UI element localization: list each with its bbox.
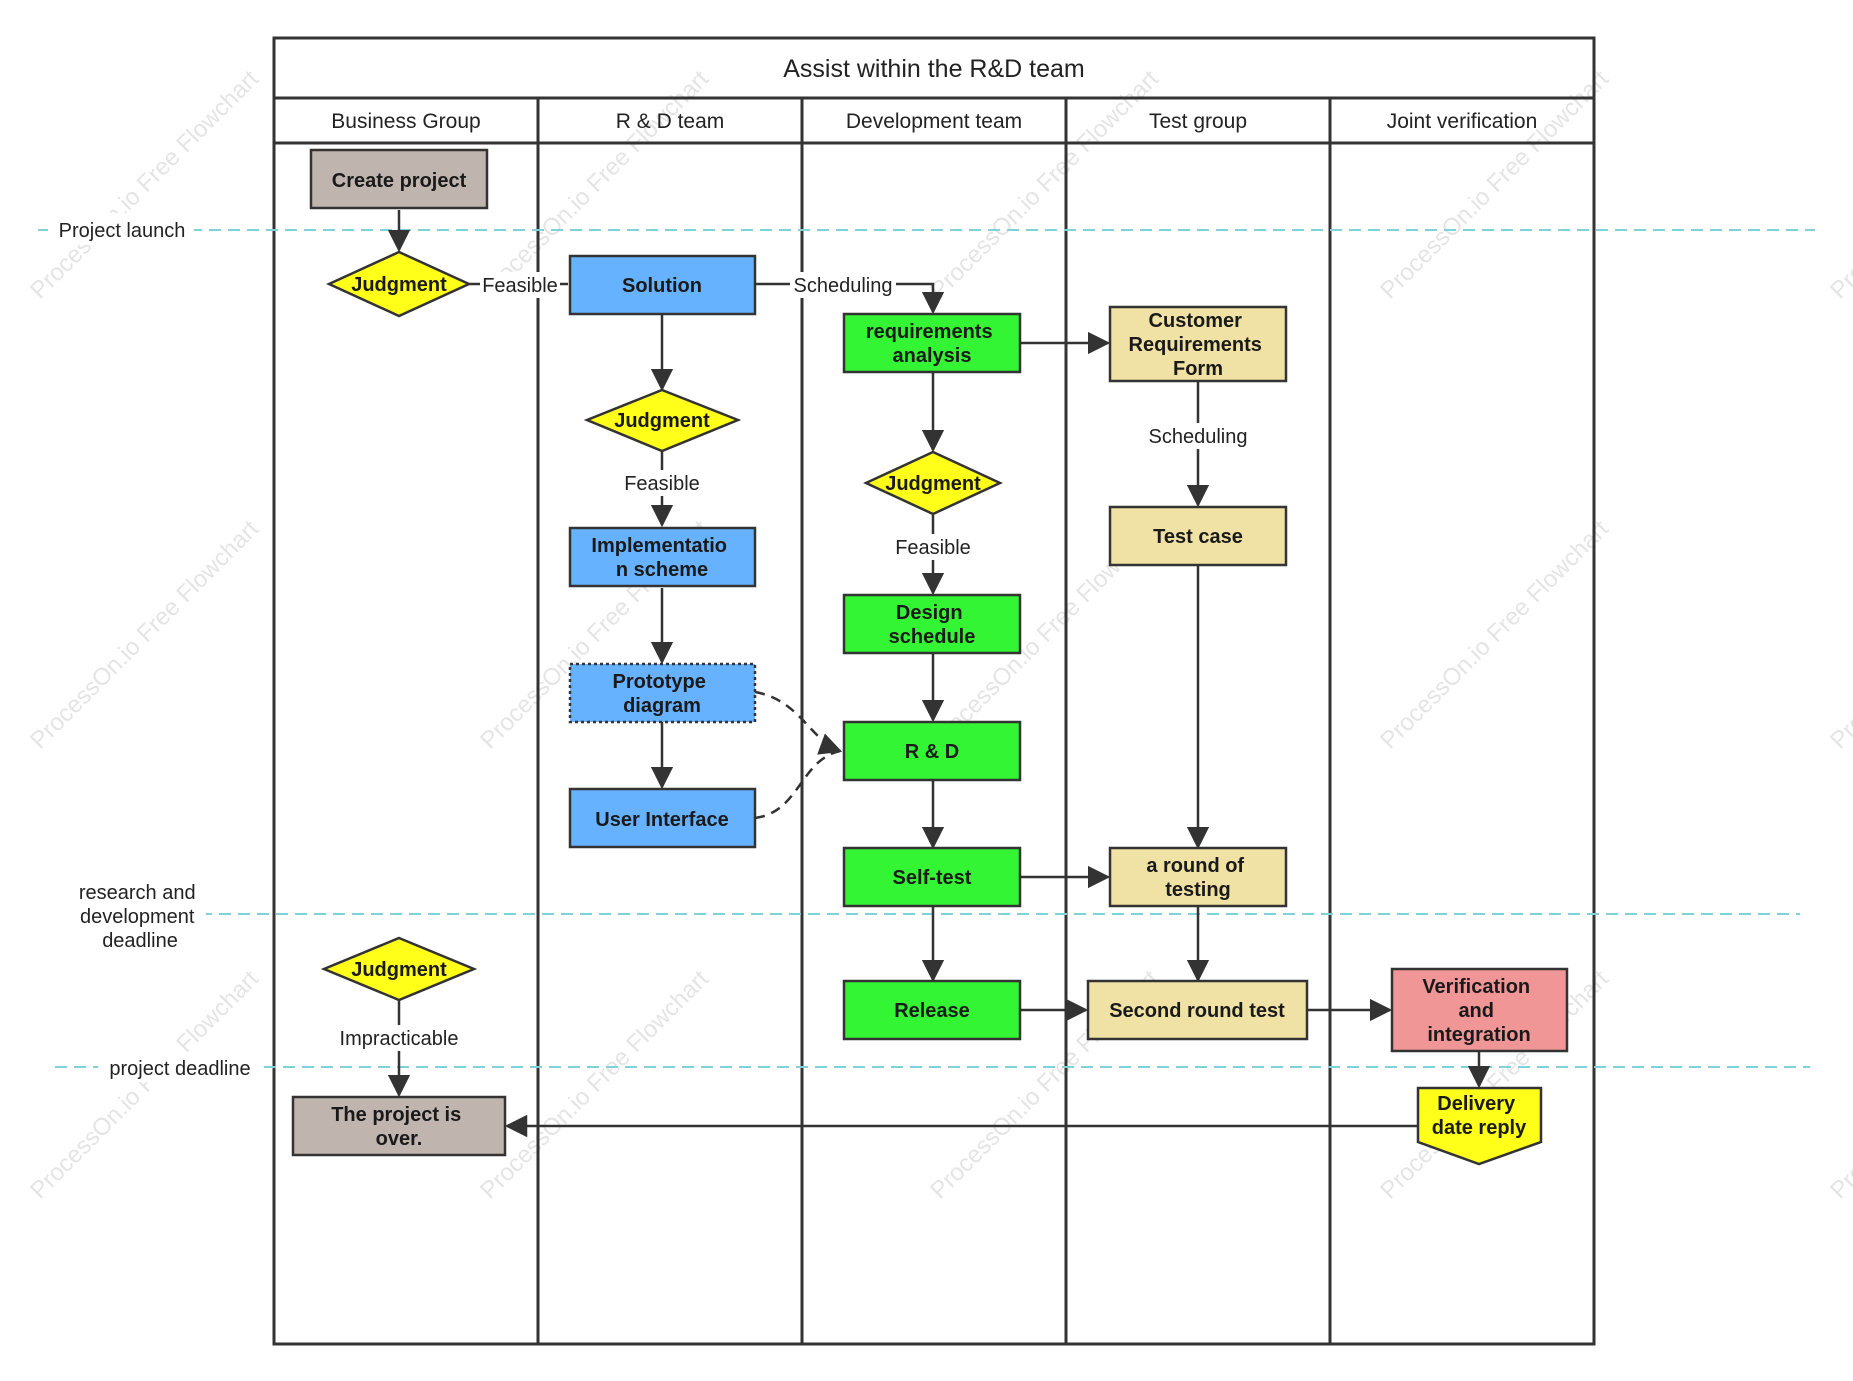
lane-header-test-group: Test group: [1149, 110, 1247, 133]
edge-label-scheduling-solution: Scheduling: [794, 275, 893, 297]
node-customer-requirements-form[interactable]: Customer Requirements Form: [1108, 305, 1288, 383]
lane-header-joint-verification: Joint verification: [1387, 110, 1538, 133]
svg-text:Implementatio n scheme: Implementatio n scheme: [591, 535, 732, 581]
svg-text:Delivery date reply: Delivery date reply: [1432, 1093, 1527, 1139]
node-second-round-test[interactable]: Second round test: [1086, 979, 1309, 1041]
svg-text:Design schedule: Design schedule: [889, 602, 976, 648]
svg-text:Judgment: Judgment: [885, 473, 981, 495]
watermark-text: ProcessOn.io Free Flowchart: [25, 515, 264, 754]
svg-text:Customer Requirements: Customer Requirements Form: [1129, 310, 1268, 380]
watermark-text: ProcessOn.io Free Flowchart: [1825, 515, 1853, 754]
node-requirements-analysis[interactable]: requirements analysis: [842, 312, 1022, 374]
lane-header-rd-team: R & D team: [616, 110, 725, 133]
edge-label-feasible-dev: Feasible: [895, 537, 971, 559]
watermark-text: ProcessOn.io Free Flowchart: [1375, 65, 1614, 304]
edge-label-impracticable: Impracticable: [340, 1028, 459, 1050]
watermark-text: ProcessOn.io Free Flowchart: [25, 65, 264, 304]
milestone-lines: [38, 229, 1815, 1068]
node-round-of-testing[interactable]: a round of testing: [1108, 846, 1288, 908]
edge-ui-to-rd: [754, 749, 841, 820]
svg-text:Test case: Test case: [1153, 526, 1243, 548]
pool-frame: [272, 36, 1596, 1346]
svg-text:Judgment: Judgment: [614, 410, 710, 432]
svg-text:Self-test: Self-test: [893, 867, 972, 889]
svg-text:Judgment: Judgment: [351, 274, 447, 296]
watermark-text: ProcessOn.io Free Flowchart: [1825, 65, 1853, 304]
svg-text:Release: Release: [894, 1000, 970, 1022]
node-judgment-dev[interactable]: Judgment: [863, 450, 1003, 516]
svg-text:a round of testing: a round of testing: [1146, 855, 1249, 901]
node-implementation-scheme[interactable]: Implementatio n scheme: [568, 526, 757, 588]
watermark-text: ProcessOn.io Free Flowchart: [1825, 965, 1853, 1204]
svg-text:User Interface: User Interface: [595, 809, 728, 831]
node-judgment-end[interactable]: Judgment: [320, 936, 478, 1002]
lane-header-development-team: Development team: [846, 110, 1022, 133]
node-solution[interactable]: Solution: [568, 254, 757, 316]
node-rd[interactable]: R & D: [842, 720, 1022, 782]
pool-title: Assist within the R&D team: [783, 55, 1085, 83]
edge-label-feasible-business: Feasible: [482, 275, 558, 297]
milestone-rd-deadline: research and development deadline: [79, 882, 201, 952]
svg-text:Prototype diagram: Prototype diagram: [613, 671, 712, 717]
svg-text:Create project: Create project: [332, 170, 467, 192]
svg-text:Judgment: Judgment: [351, 959, 447, 981]
node-test-case[interactable]: Test case: [1108, 505, 1288, 567]
node-delivery-date-reply[interactable]: Delivery date reply: [1416, 1086, 1543, 1166]
svg-text:Verification and i: Verification and integration: [1422, 976, 1535, 1046]
edge-label-feasible-rd: Feasible: [624, 473, 700, 495]
node-project-over[interactable]: The project is over.: [291, 1095, 507, 1157]
watermark-text: ProcessOn.io Free Flowchart: [925, 65, 1164, 304]
watermark-text: ProcessOn.io Free Flowchart: [475, 965, 714, 1204]
lane-header-business-group: Business Group: [331, 110, 480, 133]
edge-label-scheduling-test: Scheduling: [1149, 426, 1248, 448]
edge-prototype-to-rd: [754, 690, 843, 755]
svg-text:Solution: Solution: [622, 275, 702, 297]
svg-text:R & D: R & D: [905, 741, 959, 763]
node-judgment-business[interactable]: Judgment: [325, 250, 473, 318]
watermark-text: ProcessOn.io Free Flowchart: [1375, 515, 1614, 754]
svg-text:requirements analysis: requirements analysis: [866, 321, 998, 367]
node-create-project[interactable]: Create project: [309, 148, 489, 210]
node-prototype-diagram[interactable]: Prototype diagram: [568, 662, 757, 724]
milestone-project-launch: Project launch: [59, 220, 186, 242]
node-user-interface[interactable]: User Interface: [568, 787, 757, 849]
node-design-schedule[interactable]: Design schedule: [842, 593, 1022, 655]
milestone-project-deadline: project deadline: [109, 1058, 250, 1080]
node-judgment-rd[interactable]: Judgment: [583, 388, 742, 453]
svg-text:The project is over.: The project is over.: [331, 1104, 467, 1150]
node-self-test[interactable]: Self-test: [842, 846, 1022, 908]
node-verification-integration[interactable]: Verification and integration: [1390, 967, 1569, 1053]
node-release[interactable]: Release: [842, 979, 1022, 1041]
svg-text:Second round test: Second round test: [1109, 1000, 1285, 1022]
watermark-text: ProcessOn.io Free Flowchart: [25, 965, 264, 1204]
